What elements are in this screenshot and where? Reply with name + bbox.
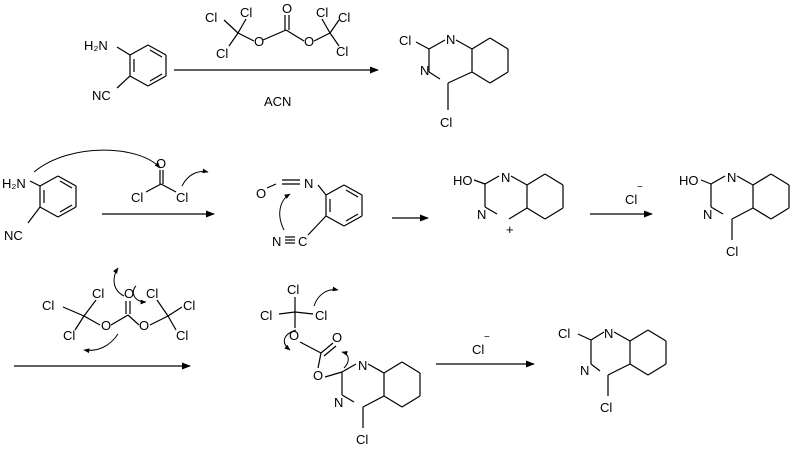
svg-text:N: N: [703, 207, 712, 222]
svg-text:N: N: [477, 207, 486, 222]
svg-text:O: O: [304, 34, 314, 49]
svg-text:N: N: [358, 358, 367, 373]
svg-text:N: N: [727, 170, 736, 185]
svg-text:Cl: Cl: [205, 10, 217, 25]
svg-text:HO: HO: [679, 173, 699, 188]
svg-text:N: N: [501, 170, 510, 185]
intermediate-hydroxy-chloroquinazoline: HO N N Cl: [679, 170, 790, 259]
reagent-triphosgene-top: Cl Cl Cl O O O Cl Cl Cl: [205, 1, 350, 61]
svg-text:Cl: Cl: [356, 432, 368, 447]
svg-text:O: O: [156, 156, 166, 171]
svg-text:N: N: [580, 363, 589, 378]
curly-arrow-carbonate-1: [313, 286, 339, 307]
curly-arrow-triphosgene-1: [113, 267, 125, 297]
svg-text:Cl: Cl: [240, 5, 252, 20]
svg-text:Cl: Cl: [183, 298, 195, 313]
curly-arrow-cyclization: [279, 193, 291, 231]
svg-text:N: N: [604, 326, 613, 341]
svg-text:N: N: [420, 63, 429, 78]
svg-text:Cl: Cl: [315, 308, 327, 323]
svg-text:Cl: Cl: [316, 5, 328, 20]
svg-text:N: N: [446, 32, 455, 47]
svg-text:Cl: Cl: [600, 400, 612, 415]
reagent-phosgene: O Cl Cl: [131, 156, 188, 205]
svg-text:Cl: Cl: [176, 190, 188, 205]
svg-text:Cl: Cl: [287, 282, 299, 297]
svg-text:N: N: [334, 395, 343, 410]
svg-text:+: +: [506, 222, 514, 237]
svg-text:H₂N: H₂N: [2, 176, 26, 191]
svg-text:Cl: Cl: [338, 10, 350, 25]
svg-text:Cl: Cl: [260, 308, 272, 323]
svg-text:Cl: Cl: [558, 326, 570, 341]
svg-text:NC: NC: [4, 228, 23, 243]
svg-text:Cl: Cl: [63, 328, 75, 343]
curly-arrow-carbonate-3: [341, 350, 349, 369]
svg-text:O: O: [282, 1, 292, 16]
curly-arrow-chloride-leave: [181, 168, 209, 187]
curly-arrow-carbonate-2: [283, 329, 297, 351]
svg-text:O: O: [101, 318, 111, 333]
svg-text:Cl: Cl: [726, 244, 738, 259]
intermediate-isocyanate: N O N C: [256, 176, 363, 249]
svg-text:HO: HO: [453, 173, 473, 188]
curly-arrow-triphosgene-3: [83, 333, 119, 354]
amine-label: H₂N: [84, 38, 108, 53]
curly-arrow-triphosgene-2: [132, 285, 147, 305]
svg-text:Cl: Cl: [176, 328, 188, 343]
starting-material-aminobenzonitrile-top: H₂N NC: [84, 38, 167, 103]
svg-text:O: O: [313, 368, 323, 383]
svg-text:Cl: Cl: [336, 44, 348, 59]
svg-text:O: O: [289, 328, 299, 343]
svg-text:O: O: [256, 186, 266, 201]
chloride-label-row3: Cl: [472, 342, 484, 357]
svg-text:Cl: Cl: [399, 33, 411, 48]
intermediate-cation: HO N N +: [453, 170, 564, 237]
svg-text:−: −: [637, 182, 643, 193]
reagent-triphosgene-mech: Cl Cl Cl O O O Cl Cl Cl: [42, 286, 195, 343]
svg-text:N: N: [272, 234, 281, 249]
starting-material-aminobenzonitrile-mech: H₂N NC: [2, 175, 77, 243]
product-dichloroquinazoline-top: Cl N N Cl: [399, 32, 509, 130]
svg-text:O: O: [124, 286, 134, 301]
svg-text:Cl: Cl: [440, 115, 452, 130]
chloride-label-row2: Cl: [625, 192, 637, 207]
svg-text:Cl: Cl: [42, 298, 54, 313]
solvent-label: ACN: [264, 94, 291, 109]
svg-text:N: N: [304, 176, 313, 191]
svg-text:O: O: [254, 34, 264, 49]
svg-text:Cl: Cl: [131, 190, 143, 205]
product-dichloroquinazoline-final: Cl N N Cl: [558, 326, 667, 415]
svg-text:O: O: [332, 330, 342, 345]
svg-text:O: O: [139, 318, 149, 333]
svg-text:−: −: [484, 332, 490, 343]
svg-text:Cl: Cl: [216, 46, 228, 61]
nitrile-label: NC: [92, 88, 111, 103]
curly-arrow-amine-attack: [33, 149, 161, 173]
svg-text:Cl: Cl: [146, 286, 158, 301]
intermediate-carbonate-quinazoline: Cl Cl Cl O O O N N Cl: [260, 282, 421, 447]
svg-text:Cl: Cl: [92, 286, 104, 301]
svg-text:C: C: [298, 234, 307, 249]
